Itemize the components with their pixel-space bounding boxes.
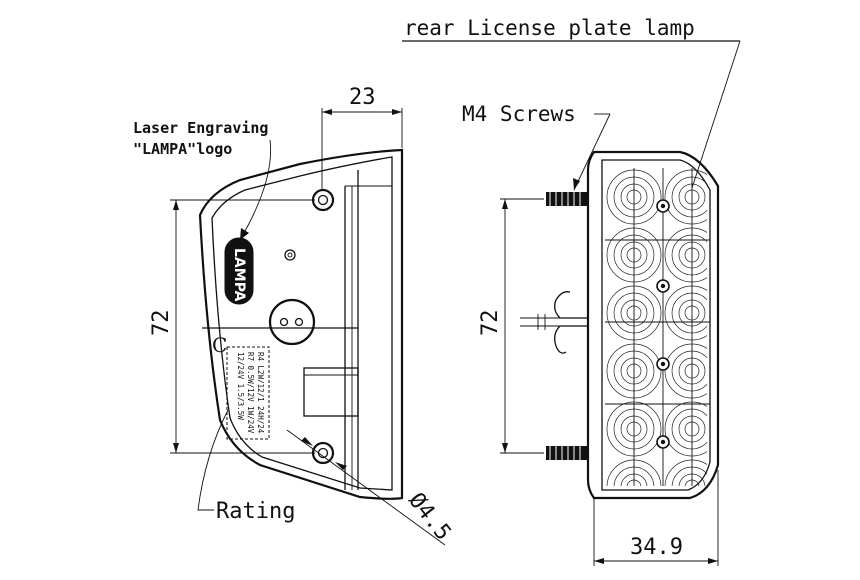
rating-line-2: R7 0.5W/12V 1W/24V: [246, 352, 255, 434]
rating-line-1: R4 L2W/12/1 24H/24: [256, 352, 265, 434]
title-leader: [691, 40, 741, 189]
dim-hl-value: 72: [149, 310, 174, 337]
engraving-arrowhead: [240, 228, 249, 240]
screws-leader: [573, 113, 611, 191]
dim-w-value: 34.9: [630, 535, 683, 560]
screws-callout: M4 Screws: [462, 102, 611, 191]
led-4: [656, 435, 670, 449]
engraving-leader: [239, 139, 272, 241]
housing-inner-outline: [211, 156, 393, 491]
dim-w-arrow-left: [594, 558, 604, 564]
dim-hole-arrow-2: [335, 462, 347, 470]
dimension-width: 34.9: [593, 470, 719, 566]
dimension-hole: Ø4.5: [286, 429, 456, 546]
dimension-height-right: 72: [478, 198, 544, 454]
dimension-depth: 23: [321, 85, 403, 190]
dim-depth-arrow-left: [322, 109, 332, 115]
led-3: [656, 357, 670, 371]
screw-top: [546, 192, 588, 206]
rating-line-3: 12/24V 1.5/3.5W: [236, 352, 245, 420]
cable: [520, 291, 588, 354]
screws-label: M4 Screws: [462, 102, 576, 126]
led-2: [656, 279, 670, 293]
title-text: rear License plate lamp: [404, 16, 695, 40]
dim-hr-arrow-bottom: [502, 443, 508, 453]
dim-hr-arrow-top: [502, 199, 508, 209]
rating-leader: [197, 409, 229, 511]
housing-outline: [198, 148, 404, 500]
dim-hr-value: 72: [478, 310, 503, 337]
dim-hl-arrow-bottom: [173, 443, 179, 453]
top-screw-hole: [311, 188, 335, 212]
engraving-label-2: "LAMPA"logo: [133, 140, 232, 158]
front-view: [520, 150, 720, 500]
screw-bottom: [546, 446, 588, 460]
small-hole: [284, 249, 296, 261]
rating-callout: Rating: [197, 409, 295, 524]
lampa-logo: LAMPA: [224, 237, 254, 305]
bottom-screw-hole: [311, 441, 335, 465]
dim-depth-arrow-right: [392, 109, 402, 115]
lens-inner: [601, 159, 711, 491]
engraving-label-1: Laser Engraving: [133, 119, 268, 137]
dim-depth-value: 23: [349, 85, 376, 110]
dim-w-arrow-right: [708, 558, 718, 564]
screws-arrowhead: [573, 178, 580, 190]
led-1: [656, 199, 670, 213]
dimension-height-left: 72: [149, 199, 315, 454]
rating-plate: R4 L2W/12/1 24H/24 R7 0.5W/12V 1W/24V 12…: [226, 346, 270, 440]
lens-pattern: [605, 168, 707, 486]
dim-hole-value: Ø4.5: [403, 488, 455, 545]
c-mark: C: [212, 333, 227, 357]
engraving-callout: Laser Engraving "LAMPA"logo: [133, 119, 272, 241]
title-label: rear License plate lamp: [402, 16, 741, 189]
cable-grommet: [268, 298, 316, 346]
side-view: LAMPA C R4 L2W/12/1 24H/24 R7 0.5W/12V 1…: [198, 148, 404, 500]
dim-hl-arrow-top: [173, 200, 179, 210]
connector-block: [303, 367, 359, 417]
logo-text: LAMPA: [231, 248, 247, 302]
dim-hole-arrow-1: [301, 437, 313, 446]
rating-label: Rating: [216, 499, 295, 524]
rating-plate-box: [226, 346, 270, 440]
dim-hole-leader: [286, 429, 446, 546]
